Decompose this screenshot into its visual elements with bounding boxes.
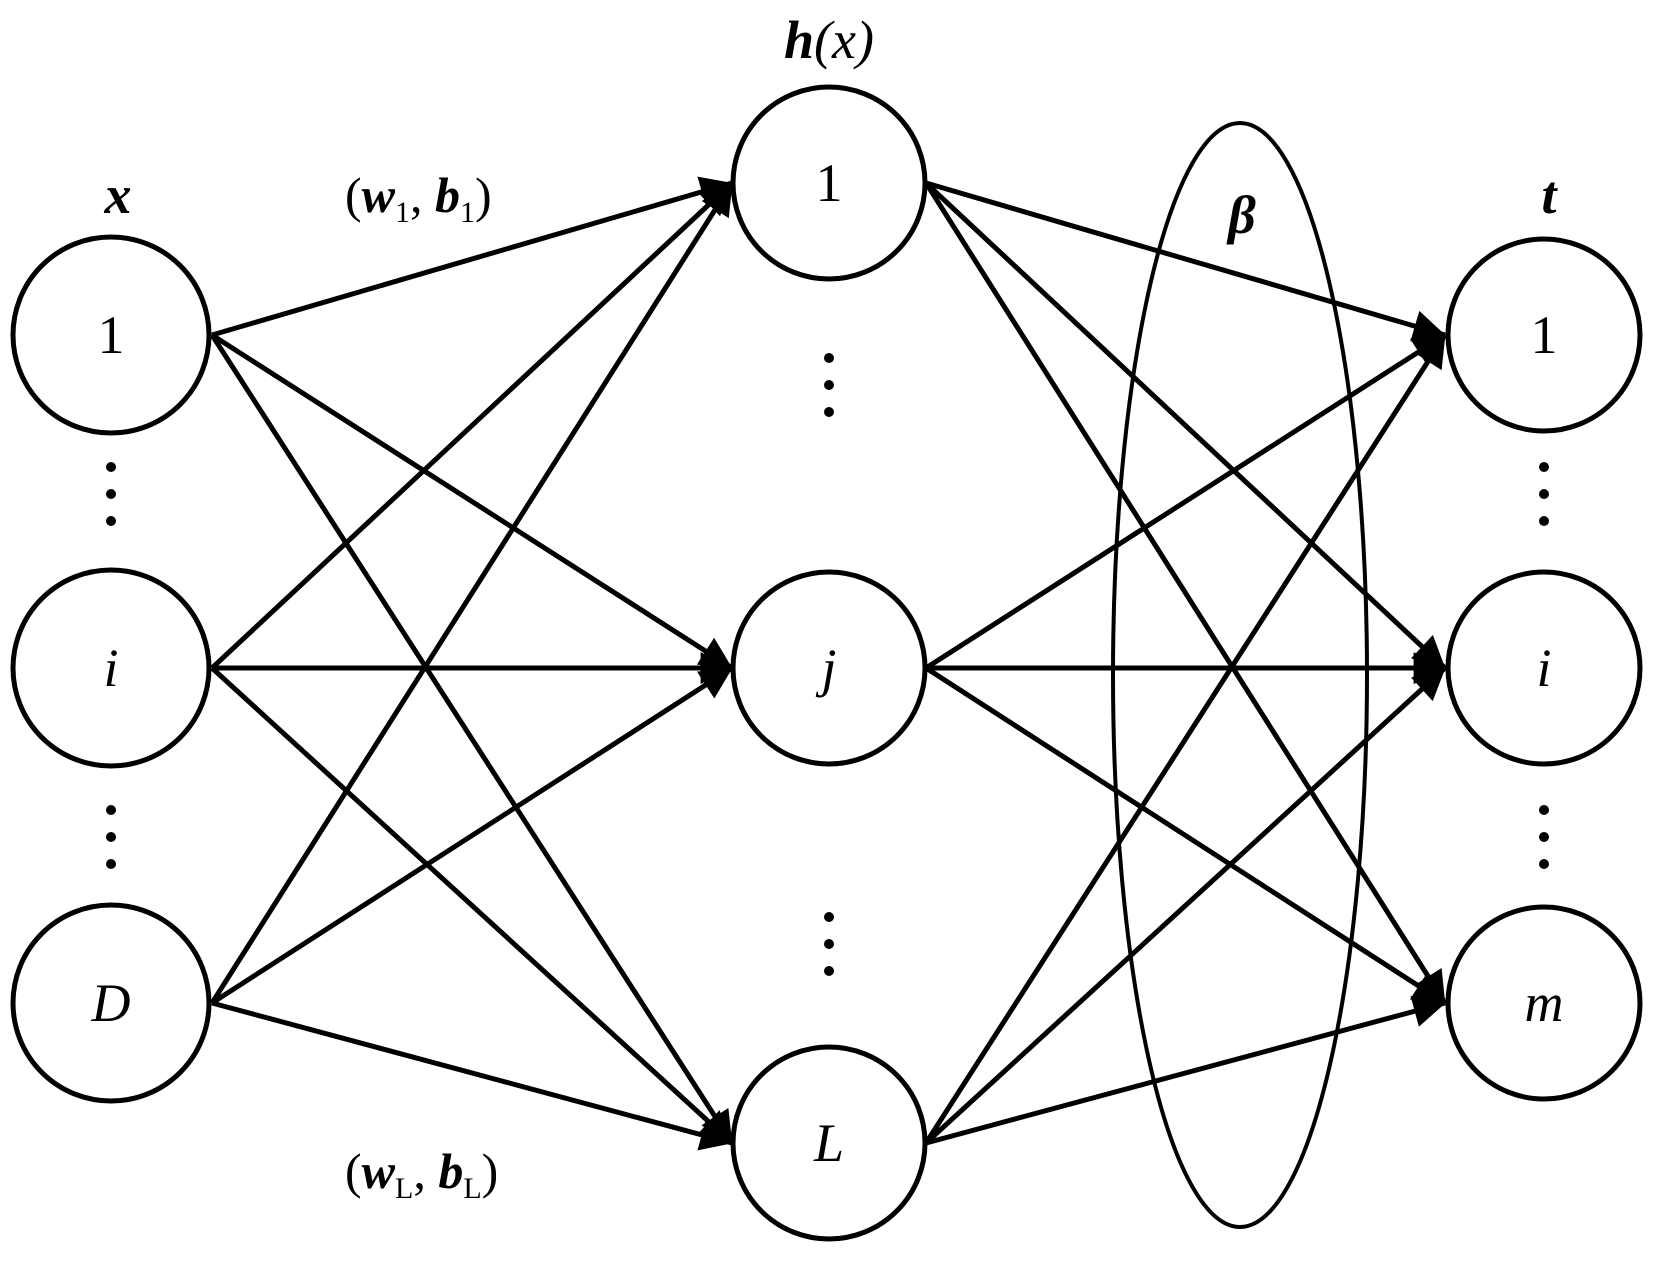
output-node-i: [1445, 569, 1643, 767]
weights-top-w: w: [362, 167, 396, 223]
edge-hL-t1: [923, 333, 1448, 1145]
input-node-D-label: D: [91, 973, 131, 1033]
input-ellipsis-lower: [106, 805, 116, 869]
weights-bottom-open: (: [345, 1143, 362, 1199]
hidden-layer-label: h(x): [784, 10, 874, 70]
edge-xD-hj: [210, 665, 734, 1006]
weights-top-sep: ,: [410, 167, 435, 223]
input-node-i: [10, 567, 212, 769]
weights-top-b-sub: 1: [460, 196, 475, 229]
hidden-layer: 1 j L h(x): [730, 10, 928, 1242]
edge-xi-h1: [210, 181, 734, 670]
weights-bottom-w: w: [362, 1143, 396, 1199]
input-ellipsis-upper: [106, 462, 116, 526]
output-node-i-label: i: [1536, 638, 1551, 698]
edge-hL-ti: [924, 666, 1447, 1145]
edge-xD-hL: [211, 1000, 733, 1151]
hidden-ellipsis-lower: [824, 912, 834, 976]
weights-top-b: b: [435, 167, 460, 223]
weights-bottom-label: (wL, bL): [345, 1143, 498, 1205]
hidden-node-j: [730, 569, 928, 767]
hidden-node-1: [730, 84, 928, 282]
weights-top-label: (w1, b1): [345, 167, 492, 229]
edge-hj-tm: [924, 665, 1447, 1006]
weights-top-close: ): [475, 167, 492, 223]
weights-bottom-w-sub: L: [395, 1172, 413, 1205]
output-node-1-label: 1: [1531, 305, 1558, 365]
weights-bottom-b-sub: L: [463, 1172, 481, 1205]
hidden-node-L-label: L: [813, 1113, 844, 1173]
connection-edges: [209, 176, 1448, 1151]
weights-top-w-sub: 1: [395, 196, 410, 229]
edge-xD-h1: [209, 181, 735, 1005]
edge-hj-t1: [924, 332, 1447, 671]
output-node-1: [1445, 236, 1643, 434]
edge-h1-t1: [925, 180, 1446, 342]
hidden-node-1-label: 1: [816, 153, 843, 213]
edge-x1-hL: [209, 333, 735, 1145]
weights-bottom-b: b: [438, 1143, 463, 1199]
edge-h1-tm: [923, 181, 1448, 1005]
beta-label: β: [1226, 185, 1256, 245]
output-layer: 1 i m t: [1445, 165, 1643, 1102]
input-node-1-label: 1: [98, 305, 125, 365]
input-layer-label: x: [104, 165, 132, 225]
hidden-layer-label-rest: (x): [814, 10, 874, 70]
input-node-1: [10, 234, 212, 436]
weights-top-open: (: [345, 167, 362, 223]
edge-hL-tm: [925, 995, 1446, 1146]
hidden-node-L: [730, 1044, 928, 1242]
beta-ellipse: [1111, 121, 1369, 1229]
output-node-m-label: m: [1525, 973, 1564, 1033]
weights-bottom-sep: ,: [413, 1143, 438, 1199]
output-ellipsis-lower: [1539, 805, 1549, 869]
input-node-D: [10, 902, 212, 1104]
output-node-m: [1445, 904, 1643, 1102]
edge-h1-ti: [924, 181, 1447, 670]
output-layer-label: t: [1541, 165, 1558, 225]
edge-x1-h1: [211, 176, 733, 338]
output-ellipsis-upper: [1539, 462, 1549, 526]
edge-xi-hL: [210, 666, 734, 1145]
weights-bottom-close: ): [482, 1143, 499, 1199]
hidden-ellipsis-upper: [824, 353, 834, 417]
hidden-node-j-label: j: [815, 638, 836, 698]
input-node-i-label: i: [103, 638, 118, 698]
edge-x1-hj: [210, 332, 734, 671]
input-layer: 1 i D x: [10, 165, 212, 1104]
hidden-layer-label-h: h: [784, 10, 814, 70]
